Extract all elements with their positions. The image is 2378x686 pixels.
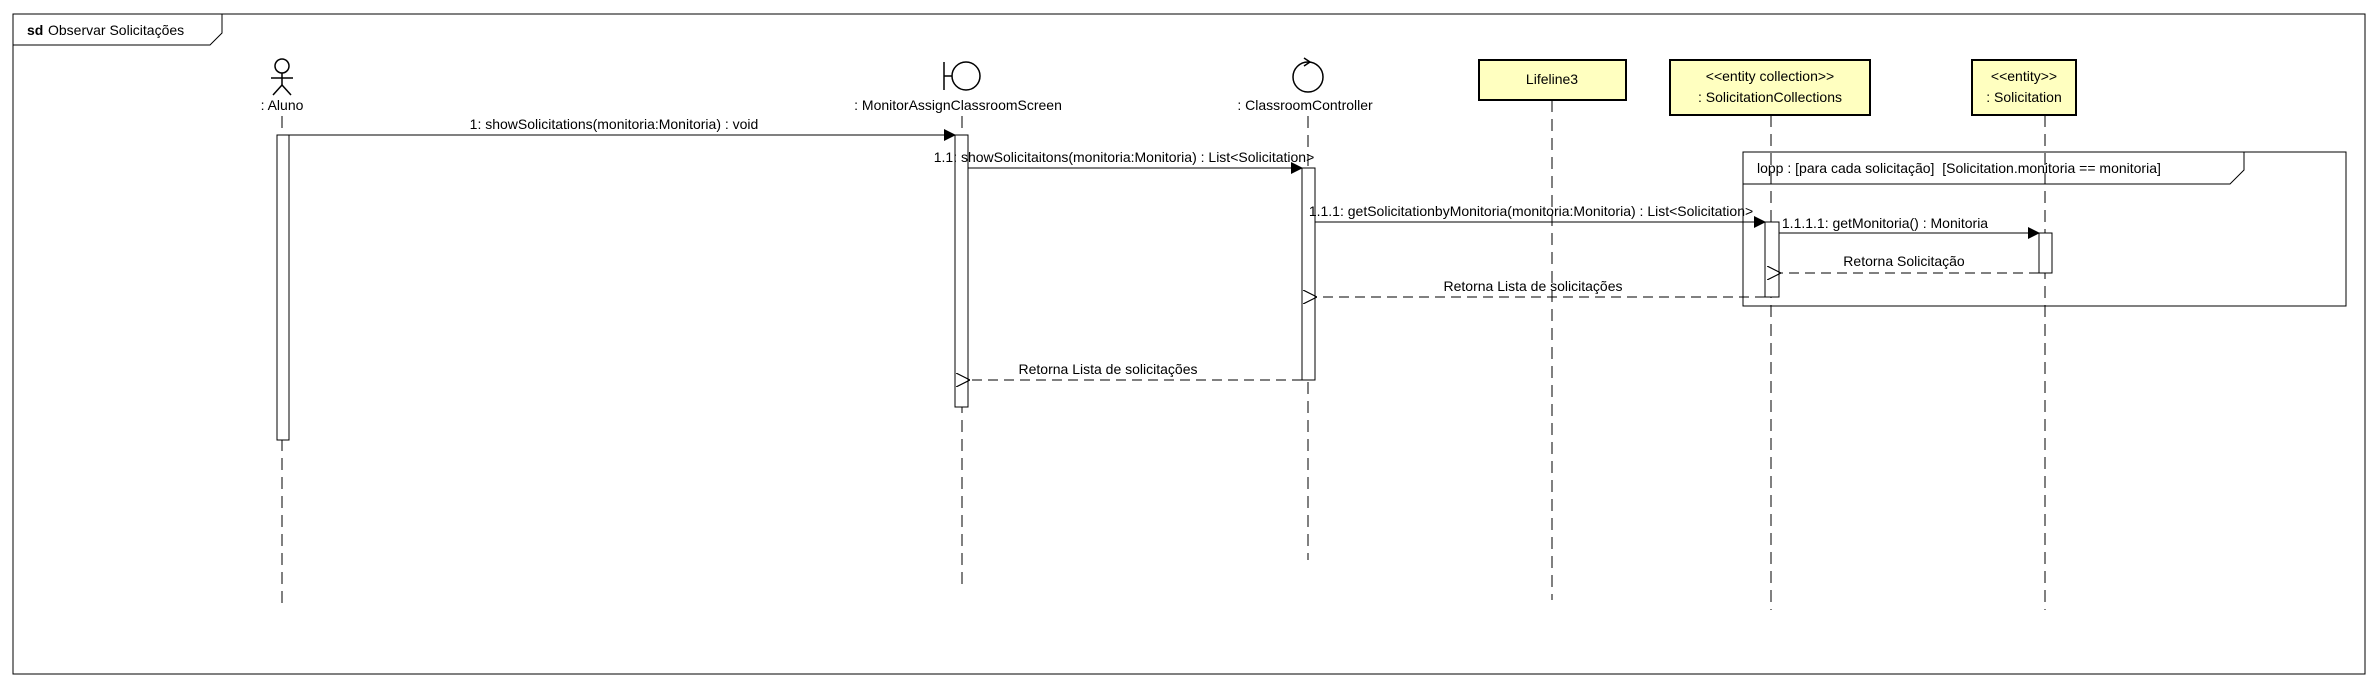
stereotype-collections: <<entity collection>>: [1706, 68, 1834, 84]
loop-frame: [1742, 151, 2347, 307]
lifeline-box-collections: [1669, 59, 1871, 116]
return-1-1-1: Retorna Lista de solicitações: [1316, 278, 1765, 297]
sd-keyword: sd: [27, 22, 43, 38]
activation-bar-screen: [954, 134, 969, 408]
loop-label-tab: [1743, 152, 2245, 185]
lifeline-aluno: : Aluno: [261, 58, 304, 610]
message-1-1-1-1-label: 1.1.1.1: getMonitoria() : Monitoria: [1782, 215, 1988, 231]
return-1-1-1-label: Retorna Lista de solicitações: [1444, 278, 1623, 294]
lifeline-controller: : ClassroomController: [1237, 57, 1373, 560]
lifeline-label-solicitation: : Solicitation: [1986, 89, 2061, 105]
message-1-1-1: 1.1.1: getSolicitationbyMonitoria(monito…: [1309, 203, 1766, 228]
boundary-icon: [943, 61, 981, 91]
return-1-1-label: Retorna Lista de solicitações: [1019, 361, 1198, 377]
lifeline-box-solicitation: [1971, 59, 2077, 116]
lifeline-label-collections: : SolicitationCollections: [1698, 89, 1842, 105]
actor-icon: [271, 58, 293, 96]
sd-title: Observar Solicitações: [48, 22, 184, 38]
message-1-1-1-1: 1.1.1.1: getMonitoria() : Monitoria: [1779, 215, 2040, 239]
sd-frame: [12, 13, 2366, 675]
loop-label: lopp : [para cada solicitação] [Solicita…: [1757, 160, 2161, 176]
lifeline-label-screen: : MonitorAssignClassroomScreen: [854, 97, 1062, 113]
stereotype-solicitation: <<entity>>: [1991, 68, 2057, 84]
activation-bar-controller: [1301, 167, 1316, 381]
message-1-1: 1.1: showSolicitaitons(monitoria:Monitor…: [934, 149, 1315, 174]
activation-bar-aluno: [276, 134, 290, 441]
lifeline-lifeline3: Lifeline3: [1478, 59, 1627, 600]
return-1-1: Retorna Lista de solicitações: [969, 361, 1302, 380]
lifeline-label-lifeline3: Lifeline3: [1526, 71, 1578, 87]
message-1-1-1-label: 1.1.1: getSolicitationbyMonitoria(monito…: [1309, 203, 1753, 219]
message-1: 1: showSolicitations(monitoria:Monitoria…: [289, 116, 956, 141]
lifeline-solicitation: <<entity>> : Solicitation: [1971, 59, 2077, 610]
lifeline-box-lifeline3: [1478, 59, 1627, 101]
activation-bar-solicitation: [2038, 232, 2053, 274]
control-icon: [1292, 57, 1324, 93]
return-1-1-1-1-label: Retorna Solicitação: [1843, 253, 1965, 269]
message-1-1-label: 1.1: showSolicitaitons(monitoria:Monitor…: [934, 149, 1315, 165]
return-1-1-1-1: Retorna Solicitação: [1780, 253, 2039, 273]
message-1-label: 1: showSolicitations(monitoria:Monitoria…: [470, 116, 759, 132]
loop-fragment: lopp : [para cada solicitação] [Solicita…: [1742, 151, 2347, 307]
lifeline-label-controller: : ClassroomController: [1237, 97, 1373, 113]
activation-bar-collections: [1764, 221, 1780, 298]
lifeline-collections: <<entity collection>> : SolicitationColl…: [1669, 59, 1871, 610]
sd-frame-tab: [13, 14, 223, 46]
lifeline-screen: : MonitorAssignClassroomScreen: [854, 61, 1062, 590]
lifeline-label-aluno: : Aluno: [261, 97, 304, 113]
